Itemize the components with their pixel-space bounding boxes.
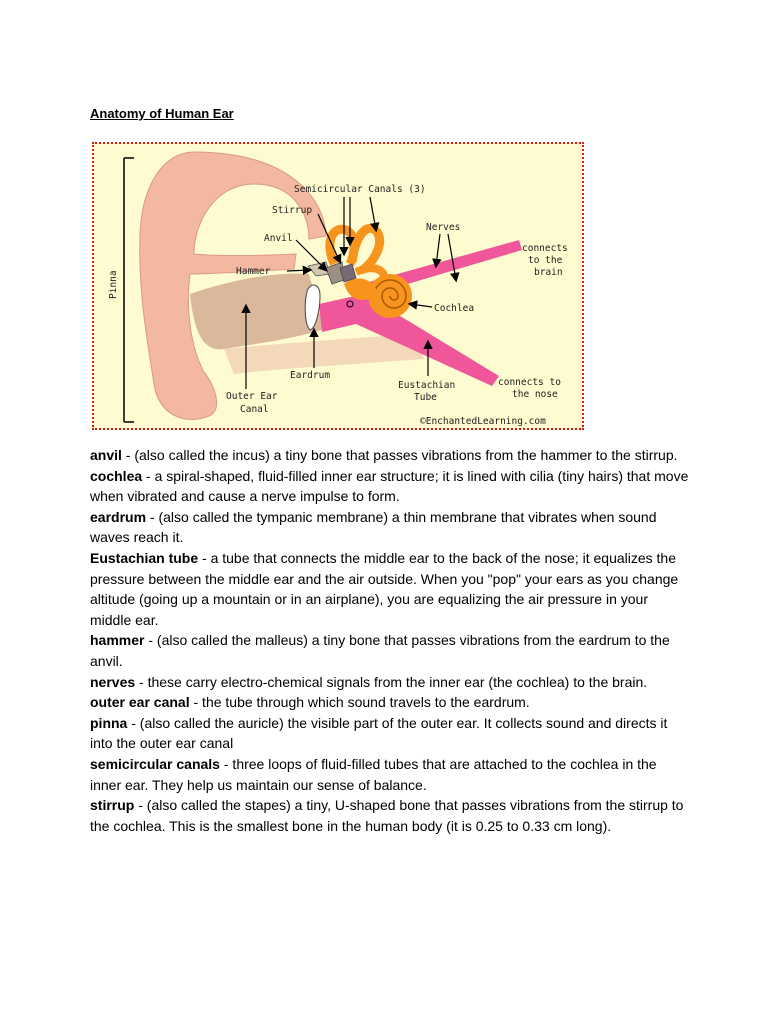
definition-entry: stirrup - (also called the stapes) a tin… bbox=[90, 795, 690, 836]
eardrum-label: Eardrum bbox=[290, 370, 330, 381]
stirrup-bone bbox=[339, 263, 357, 283]
connects-brain-label-3: brain bbox=[534, 267, 563, 278]
connects-brain-label-1: connects bbox=[522, 243, 568, 254]
nerves-shape bbox=[369, 240, 522, 294]
definition-text: - these carry electro-chemical signals f… bbox=[135, 673, 648, 690]
definition-term: semicircular canals bbox=[90, 755, 220, 772]
connects-brain-label-2: to the bbox=[528, 255, 563, 266]
definition-text: - (also called the malleus) a tiny bone … bbox=[90, 632, 670, 669]
definition-entry: nerves - these carry electro-chemical si… bbox=[90, 672, 690, 693]
eustachian-label-2: Tube bbox=[414, 392, 437, 403]
definition-entry: pinna - (also called the auricle) the vi… bbox=[90, 713, 690, 754]
definition-entry: eardrum - (also called the tympanic memb… bbox=[90, 507, 690, 548]
eustachian-label-1: Eustachian bbox=[398, 380, 455, 391]
definition-term: eardrum bbox=[90, 508, 147, 525]
stirrup-label: Stirrup bbox=[272, 205, 312, 216]
definition-text: - a tube that connects the middle ear to… bbox=[90, 549, 679, 628]
definition-term: anvil bbox=[90, 447, 122, 463]
connects-nose-label-1: connects to bbox=[498, 377, 561, 388]
oval-window bbox=[346, 300, 354, 308]
eustachian-tube-shape bbox=[319, 294, 499, 386]
cochlea-shape bbox=[344, 274, 412, 318]
definition-text: - a spiral-shaped, fluid-filled inner ea… bbox=[90, 467, 689, 505]
definition-entry: anvil - (also called the incus) a tiny b… bbox=[90, 445, 690, 466]
definition-text: - (also called the incus) a tiny bone th… bbox=[121, 447, 678, 463]
definition-entry: semicircular canals - three loops of flu… bbox=[90, 754, 690, 795]
definition-entry: outer ear canal - the tube through which… bbox=[90, 692, 690, 713]
page-title: Anatomy of Human Ear bbox=[90, 106, 234, 121]
definition-entry: cochlea - a spiral-shaped, fluid-filled … bbox=[90, 466, 690, 507]
head-shading bbox=[224, 334, 424, 374]
definition-text: - the tube through which sound travels t… bbox=[189, 694, 530, 711]
definition-term: hammer bbox=[90, 632, 145, 649]
pinna-label: Pinna bbox=[108, 270, 119, 299]
pinna-bracket bbox=[123, 157, 134, 423]
outer-canal-label-1: Outer Ear bbox=[226, 391, 278, 402]
definition-text: - three loops of fluid-filled tubes that… bbox=[90, 755, 657, 793]
eardrum-shape bbox=[304, 284, 321, 331]
definition-term: outer ear canal bbox=[90, 694, 190, 711]
pinna-shape bbox=[139, 151, 327, 420]
definition-term: Eustachian tube bbox=[90, 549, 199, 566]
definition-text: - (also called the stapes) a tiny, U-sha… bbox=[90, 797, 684, 834]
definition-term: pinna bbox=[90, 714, 128, 731]
outer-canal-shape bbox=[190, 273, 324, 350]
definitions-list: anvil - (also called the incus) a tiny b… bbox=[90, 445, 690, 836]
anvil-label: Anvil bbox=[264, 233, 293, 244]
definition-text: - (also called the tympanic membrane) a … bbox=[90, 508, 657, 546]
cochlea-label: Cochlea bbox=[434, 303, 474, 314]
definition-entry: Eustachian tube - a tube that connects t… bbox=[90, 548, 690, 630]
definition-text: - (also called the auricle) the visible … bbox=[90, 714, 668, 752]
definition-term: nerves bbox=[90, 673, 136, 690]
credit-label: ©EnchantedLearning.com bbox=[420, 416, 546, 427]
definition-entry: hammer - (also called the malleus) a tin… bbox=[90, 630, 690, 671]
pointer-arrows bbox=[241, 196, 460, 389]
definition-term: cochlea bbox=[90, 467, 143, 484]
outer-canal-label-2: Canal bbox=[240, 404, 269, 415]
ear-anatomy-diagram: Pinna Semicircular Canal bbox=[92, 142, 584, 430]
connects-nose-label-2: the nose bbox=[512, 389, 558, 400]
semicircular-label: Semicircular Canals (3) bbox=[294, 184, 426, 195]
nerves-label: Nerves bbox=[426, 222, 460, 233]
hammer-label: Hammer bbox=[236, 266, 271, 277]
definition-term: stirrup bbox=[90, 797, 135, 814]
